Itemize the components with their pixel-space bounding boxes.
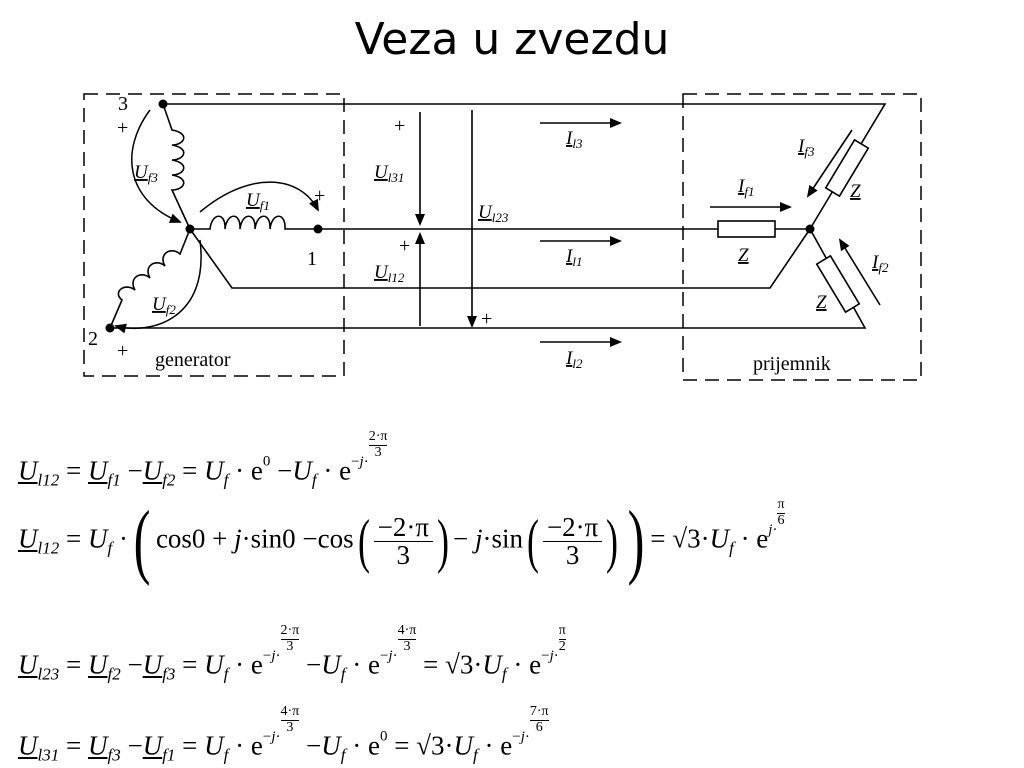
plus-sign-ul12: +	[399, 235, 410, 257]
coil-phase-1	[190, 215, 318, 230]
label-il3: Il3	[565, 128, 583, 151]
page-title: Veza u zvezdu	[354, 14, 670, 65]
label-ul31: Ul31	[374, 162, 404, 185]
label-ul23: Ul23	[478, 202, 509, 225]
plus-sign-1: +	[314, 185, 325, 207]
generator-label: generator	[155, 349, 231, 371]
generator-box	[83, 93, 345, 377]
label-ul12: Ul12	[374, 262, 405, 285]
coil-phase-2	[109, 228, 191, 329]
current-arrows	[540, 118, 881, 347]
phase-voltage-arrows	[114, 109, 319, 334]
generator-coils	[109, 103, 318, 329]
label-if1: If1	[737, 176, 754, 199]
impedance-phase-3	[824, 138, 870, 198]
label-if3: If3	[797, 136, 815, 159]
plus-sign-ul31: +	[394, 115, 405, 137]
label-z1: Z	[738, 245, 749, 266]
plus-sign-ul23: +	[481, 308, 492, 330]
label-il2: Il2	[565, 348, 583, 371]
label-z2: Z	[816, 292, 827, 313]
nodes	[105, 99, 815, 333]
plus-sign-2: +	[117, 340, 128, 362]
impedance-phase-1	[717, 220, 776, 238]
wire-neutral-return	[189, 228, 811, 289]
node-label-1: 1	[307, 248, 317, 270]
wire-line-3	[163, 103, 887, 230]
plus-sign-3: +	[117, 117, 128, 139]
label-uf3: Uf3	[134, 162, 158, 185]
impedance-phase-2	[815, 254, 861, 314]
line-voltage-arrows	[415, 110, 477, 328]
impedances	[717, 138, 870, 314]
label-uf2: Uf2	[152, 294, 176, 317]
receiver-box	[682, 93, 922, 381]
label-il1: Il1	[565, 246, 582, 269]
receiver-label: prijemnik	[753, 353, 831, 375]
node-label-3: 3	[118, 93, 128, 115]
node-label-2: 2	[88, 328, 98, 350]
label-if2: If2	[871, 252, 889, 275]
star-connection-diagram: 3 1 2 + + + + + + generator prijemnik Uf…	[83, 93, 922, 381]
label-uf1: Uf1	[246, 190, 270, 213]
label-z3: Z	[850, 181, 861, 202]
coil-phase-3	[162, 103, 191, 230]
